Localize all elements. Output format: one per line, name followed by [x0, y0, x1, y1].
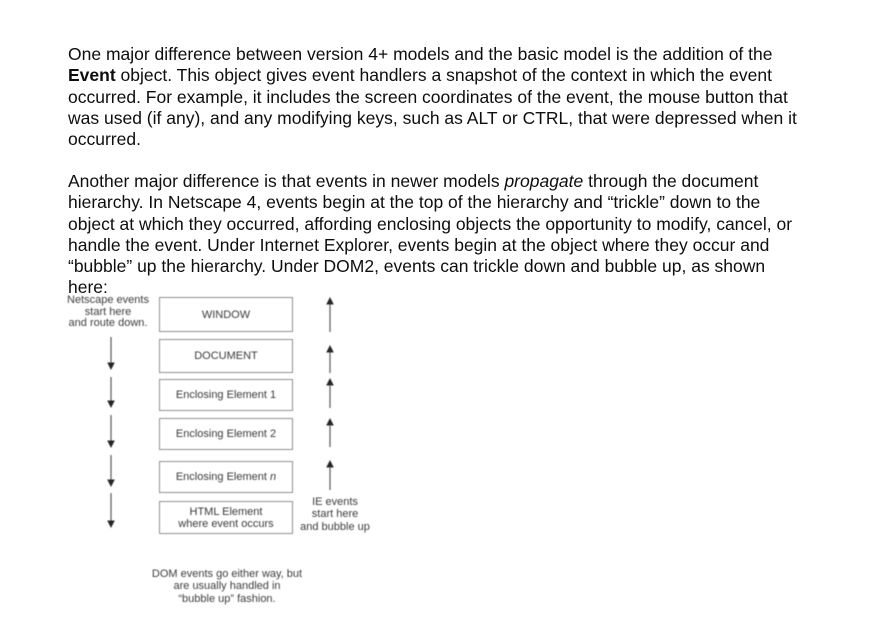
paragraph-event-propagation: Another major difference is that events … [68, 171, 792, 299]
text-line: occurred. For example, it includes the s… [68, 87, 797, 108]
text-run: was used (if any), and any modifying key… [68, 107, 797, 128]
text-line: One major difference between version 4+ … [68, 44, 797, 65]
box-label: Enclosing Element 1 [175, 389, 277, 401]
box-label: DOCUMENT [194, 350, 258, 362]
box-label-italic: n [270, 471, 277, 483]
diagram-box-enclosing-element-1: Enclosing Element 1 [159, 379, 293, 411]
box-label: HTML Element [189, 505, 263, 518]
text-run: through the document [583, 171, 759, 191]
netscape-events-label: Netscape events start here and route dow… [58, 294, 158, 330]
text-run: hierarchy. In Netscape 4, events begin a… [68, 192, 761, 213]
text-line: object at which they occurred, affording… [68, 214, 792, 235]
text-run: object at which they occurred, affording… [68, 213, 793, 234]
italic-text-run: propagate [504, 171, 584, 191]
dom-events-caption: DOM events go either way, but are usuall… [148, 568, 306, 605]
diagram-box-document: DOCUMENT [159, 339, 293, 373]
paragraph-event-object: One major difference between version 4+ … [68, 44, 797, 150]
caption-line: “bubble up” fashion. [178, 592, 276, 605]
text-line: occurred. [68, 129, 797, 150]
trickle-down-arrows-icon [107, 337, 115, 528]
caption-line: are usually handled in [173, 580, 281, 593]
box-label: Enclosing Element 2 [175, 428, 277, 440]
bubble-up-arrows-icon [326, 297, 334, 490]
label-line: start here [84, 305, 132, 318]
bold-text-run: Event [68, 65, 116, 86]
text-line: “bubble” up the hierarchy. Under DOM2, e… [68, 256, 792, 277]
text-line: here: [68, 277, 792, 298]
text-run: occurred. For example, it includes the s… [68, 86, 788, 107]
caption-line: DOM events go either way, but [151, 568, 303, 580]
box-label-line2: where event occurs [178, 517, 274, 530]
text-run: One major difference between version 4+ … [68, 44, 773, 64]
diagram-box-window: WINDOW [159, 297, 293, 332]
diagram-box-enclosing-element-2: Enclosing Element 2 [159, 418, 293, 450]
diagram-box-html-element: HTML Element where event occurs [159, 501, 293, 534]
text-line: Another major difference is that events … [68, 171, 792, 192]
text-run: here: [68, 277, 108, 298]
diagram-box-enclosing-element-n: Enclosing Element n [159, 461, 293, 493]
box-label: WINDOW [201, 308, 251, 321]
text-run: object. This object gives event handlers… [115, 65, 772, 86]
text-run: handle the event. Under Internet Explore… [68, 234, 770, 255]
label-line: start here [311, 508, 359, 521]
label-line: IE events [312, 496, 358, 508]
ie-events-label: IE events start here and bubble up [291, 496, 379, 533]
text-run: “bubble” up the hierarchy. Under DOM2, e… [68, 256, 766, 277]
text-run: occurred. [68, 129, 141, 150]
text-line: Event object. This object gives event ha… [68, 65, 797, 86]
label-line: and route down. [68, 317, 148, 330]
text-line: handle the event. Under Internet Explore… [68, 235, 792, 256]
label-line: Netscape events [67, 294, 149, 306]
text-run: Another major difference is that events … [68, 171, 505, 191]
box-label: Enclosing Element [175, 471, 271, 483]
text-line: was used (if any), and any modifying key… [68, 108, 797, 129]
label-line: and bubble up [300, 520, 370, 533]
text-line: hierarchy. In Netscape 4, events begin a… [68, 192, 792, 213]
